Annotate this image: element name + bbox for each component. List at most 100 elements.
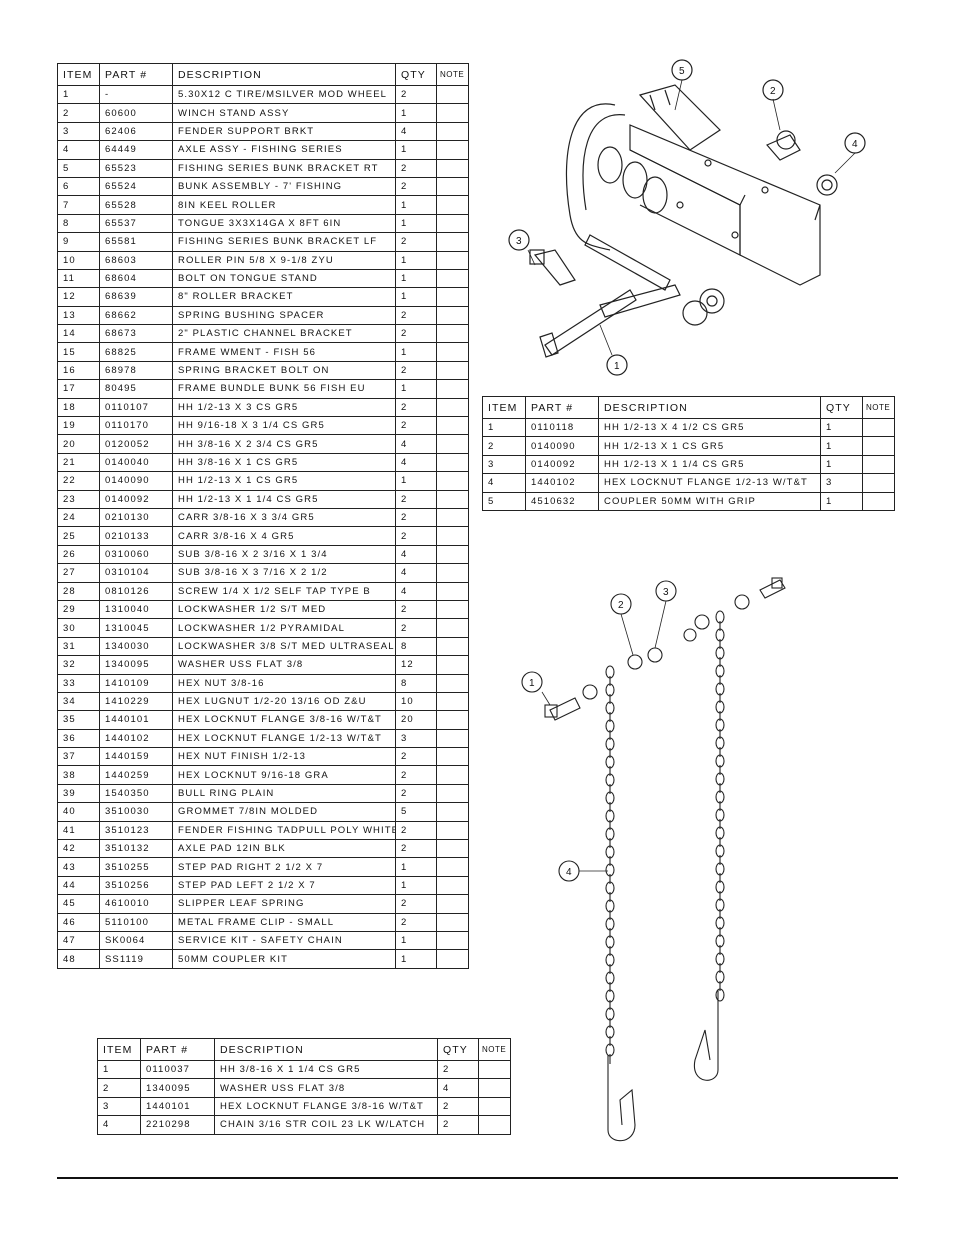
description-cell: SPRING BUSHING SPACER <box>172 305 396 326</box>
description-cell: TONGUE 3X3X14GA X 8FT 6IN <box>172 213 396 234</box>
note-cell <box>436 121 469 142</box>
item-cell: 30 <box>57 618 100 638</box>
note-cell <box>436 140 469 160</box>
item-cell: 31 <box>57 636 100 657</box>
description-cell: 8IN KEEL ROLLER <box>172 195 396 215</box>
header-item: ITEM <box>482 396 526 419</box>
part-number-cell: 65581 <box>99 232 173 252</box>
part-number-cell: 1340030 <box>99 636 173 657</box>
chain-left <box>605 665 615 1064</box>
note-cell <box>862 436 895 456</box>
item-cell: 29 <box>57 599 100 620</box>
part-number-cell: SS1119 <box>99 949 173 969</box>
qty-cell: 4 <box>395 581 437 601</box>
description-cell: ROLLER PIN 5/8 X 9-1/8 ZYU <box>172 250 396 270</box>
description-cell: WINCH STAND ASSY <box>172 103 396 123</box>
note-cell <box>436 360 469 381</box>
description-cell: BULL RING PLAIN <box>172 783 396 804</box>
header-part: PART # <box>140 1038 215 1061</box>
item-cell: 40 <box>57 802 100 822</box>
note-cell <box>436 471 469 491</box>
part-number-cell: 0140040 <box>99 452 173 473</box>
note-cell <box>436 397 469 418</box>
note-cell <box>436 710 469 730</box>
part-number-cell: 0140092 <box>525 454 599 475</box>
qty-cell: 2 <box>395 747 437 767</box>
qty-cell: 2 <box>437 1096 479 1117</box>
item-cell: 20 <box>57 434 100 454</box>
description-cell: SLIPPER LEAF SPRING <box>172 894 396 914</box>
part-number-cell: 0110170 <box>99 416 173 436</box>
part-number-cell: 2210298 <box>140 1115 215 1135</box>
note-cell <box>436 507 469 528</box>
item-cell: 32 <box>57 655 100 675</box>
leader-lines <box>527 79 856 356</box>
description-cell: AXLE ASSY - FISHING SERIES <box>172 140 396 160</box>
description-cell: HEX LOCKNUT 9/16-18 GRA <box>172 765 396 785</box>
item-cell: 48 <box>57 949 100 969</box>
qty-cell: 2 <box>395 618 437 638</box>
coupler-diagram: 5 2 4 3 1 <box>508 59 866 376</box>
qty-cell: 2 <box>395 360 437 381</box>
svg-text:4: 4 <box>566 867 572 878</box>
note-cell <box>436 581 469 601</box>
latch-hook-left <box>607 1055 636 1142</box>
locknuts <box>682 288 725 326</box>
leader-lines <box>541 600 667 872</box>
description-cell: HEX NUT FINISH 1/2-13 <box>172 747 396 767</box>
description-cell: HH 1/2-13 X 3 CS GR5 <box>172 397 396 418</box>
part-number-cell: 65528 <box>99 195 173 215</box>
description-cell: CHAIN 3/16 STR COIL 23 LK W/LATCH <box>214 1115 438 1135</box>
note-cell <box>478 1115 511 1135</box>
note-cell <box>436 894 469 914</box>
qty-cell: 2 <box>395 783 437 804</box>
qty-cell: 4 <box>395 121 437 142</box>
qty-cell: 2 <box>395 765 437 785</box>
part-number-cell: 0140090 <box>99 471 173 491</box>
item-cell: 37 <box>57 747 100 767</box>
note-cell <box>436 176 469 197</box>
note-cell <box>862 473 895 493</box>
description-cell: COUPLER 50MM WITH GRIP <box>598 491 821 511</box>
qty-cell: 1 <box>395 195 437 215</box>
chain-link <box>715 988 725 1002</box>
qty-cell: 1 <box>395 930 437 951</box>
item-cell: 5 <box>482 491 526 511</box>
part-number-cell: 1310045 <box>99 618 173 638</box>
note-cell <box>436 728 469 749</box>
item-cell: 38 <box>57 765 100 785</box>
locknut-4 <box>816 174 838 196</box>
part-number-cell: 0140092 <box>99 489 173 509</box>
part-number-cell: 0210133 <box>99 526 173 546</box>
callout-3: 3 <box>655 580 677 602</box>
item-cell: 45 <box>57 894 100 914</box>
qty-cell: 2 <box>395 176 437 197</box>
description-cell: HH 3/8-16 X 1 CS GR5 <box>172 452 396 473</box>
part-number-cell: 68825 <box>99 342 173 362</box>
part-number-cell: 0110118 <box>525 417 599 438</box>
qty-cell: 2 <box>395 232 437 252</box>
qty-cell: 1 <box>395 268 437 289</box>
item-cell: 8 <box>57 213 100 234</box>
item-cell: 47 <box>57 930 100 951</box>
